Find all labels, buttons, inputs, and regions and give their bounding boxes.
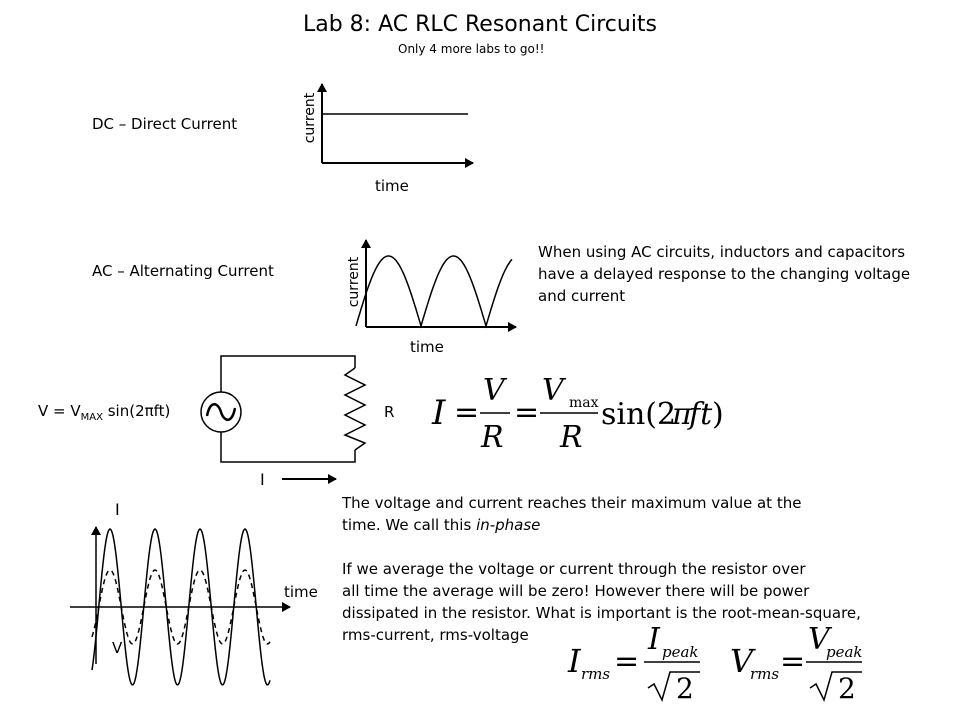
- eq-current: I: [431, 393, 446, 433]
- dc-y-label: current: [302, 92, 318, 143]
- ac-current-wave: [355, 255, 513, 329]
- peak-current-symbol: I: [647, 622, 661, 657]
- eq-pi: π: [671, 397, 693, 432]
- sqrt-icon: [647, 671, 700, 703]
- para2-line2: all time the average will be zero! Howev…: [342, 582, 810, 600]
- sine-symbol-icon: [205, 403, 237, 421]
- eq-sin: sin(2: [601, 397, 676, 432]
- voltage-wave: [91, 569, 271, 645]
- eq-equals-2: =: [514, 395, 539, 430]
- rms-current-subscript: rms: [581, 665, 610, 683]
- eq-resistance: R: [480, 420, 504, 455]
- peak-voltage-subscript: peak: [826, 643, 863, 661]
- current-label: I: [260, 470, 265, 489]
- circuit-bottom-wire: [220, 432, 356, 463]
- rms-current-equals: =: [614, 644, 639, 679]
- circuit-top-wire: [220, 355, 356, 392]
- para2-line3: dissipated in the resistor. What is impo…: [342, 604, 861, 622]
- ac-x-label: time: [410, 338, 444, 356]
- ac-y-label: current: [346, 256, 362, 307]
- page-title: Lab 8: AC RLC Resonant Circuits: [302, 12, 658, 37]
- rms-current-sqrt-arg: 2: [676, 672, 694, 705]
- ac-note: When using AC circuits, inductors and ca…: [538, 243, 911, 305]
- rms-voltage-symbol: V: [730, 642, 756, 680]
- ac-label: AC – Alternating Current: [92, 262, 274, 280]
- eq-resistance-2: R: [559, 420, 583, 455]
- eq-vmax-subscript: max: [569, 395, 599, 411]
- in-phase-graph: I time V: [70, 500, 318, 686]
- rms-explanation: If we average the voltage or current thr…: [342, 558, 960, 646]
- phase-v-label: V: [112, 639, 123, 657]
- rms-voltage-sqrt-arg: 2: [838, 672, 856, 705]
- resistor-icon: [343, 367, 367, 451]
- page-subtitle: Only 4 more labs to go!!: [398, 42, 545, 56]
- para1-line2: time. We call this in-phase: [342, 516, 541, 534]
- rms-equations: I rms = I peak 2 V rms = V peak 2: [567, 622, 863, 705]
- peak-current-subscript: peak: [662, 643, 699, 661]
- eq-voltage: V: [483, 373, 508, 408]
- source-equation: V = VMAX sin(2πft): [38, 402, 171, 423]
- dc-x-label: time: [375, 177, 409, 195]
- sqrt-icon: [809, 671, 862, 703]
- ac-graph: current time: [346, 239, 517, 356]
- para2-line1: If we average the voltage or current thr…: [342, 560, 806, 578]
- current-wave: [91, 528, 271, 686]
- para2-line4: rms-current, rms-voltage: [342, 626, 529, 644]
- eq-vmax: V: [542, 373, 567, 408]
- dc-graph: current time: [302, 83, 474, 195]
- dc-label: DC – Direct Current: [92, 115, 238, 133]
- eq-equals-1: =: [454, 395, 479, 430]
- rms-current-symbol: I: [567, 642, 582, 680]
- rms-voltage-equals: =: [780, 644, 805, 679]
- resistor-label: R: [384, 403, 394, 421]
- resistor-circuit: R I: [200, 355, 394, 489]
- phase-y-label: I: [115, 500, 120, 519]
- rms-voltage-subscript: rms: [750, 665, 779, 683]
- eq-close-paren: ): [712, 397, 724, 432]
- phase-explanation: The voltage and current reaches their ma…: [342, 492, 957, 536]
- peak-voltage-symbol: V: [808, 622, 833, 657]
- para1-line1: The voltage and current reaches their ma…: [342, 494, 802, 512]
- phase-x-label: time: [284, 583, 318, 601]
- eq-ft: ft: [687, 397, 713, 432]
- ohms-law-equation: I = V R = V max R sin(2 π ft ): [431, 373, 724, 455]
